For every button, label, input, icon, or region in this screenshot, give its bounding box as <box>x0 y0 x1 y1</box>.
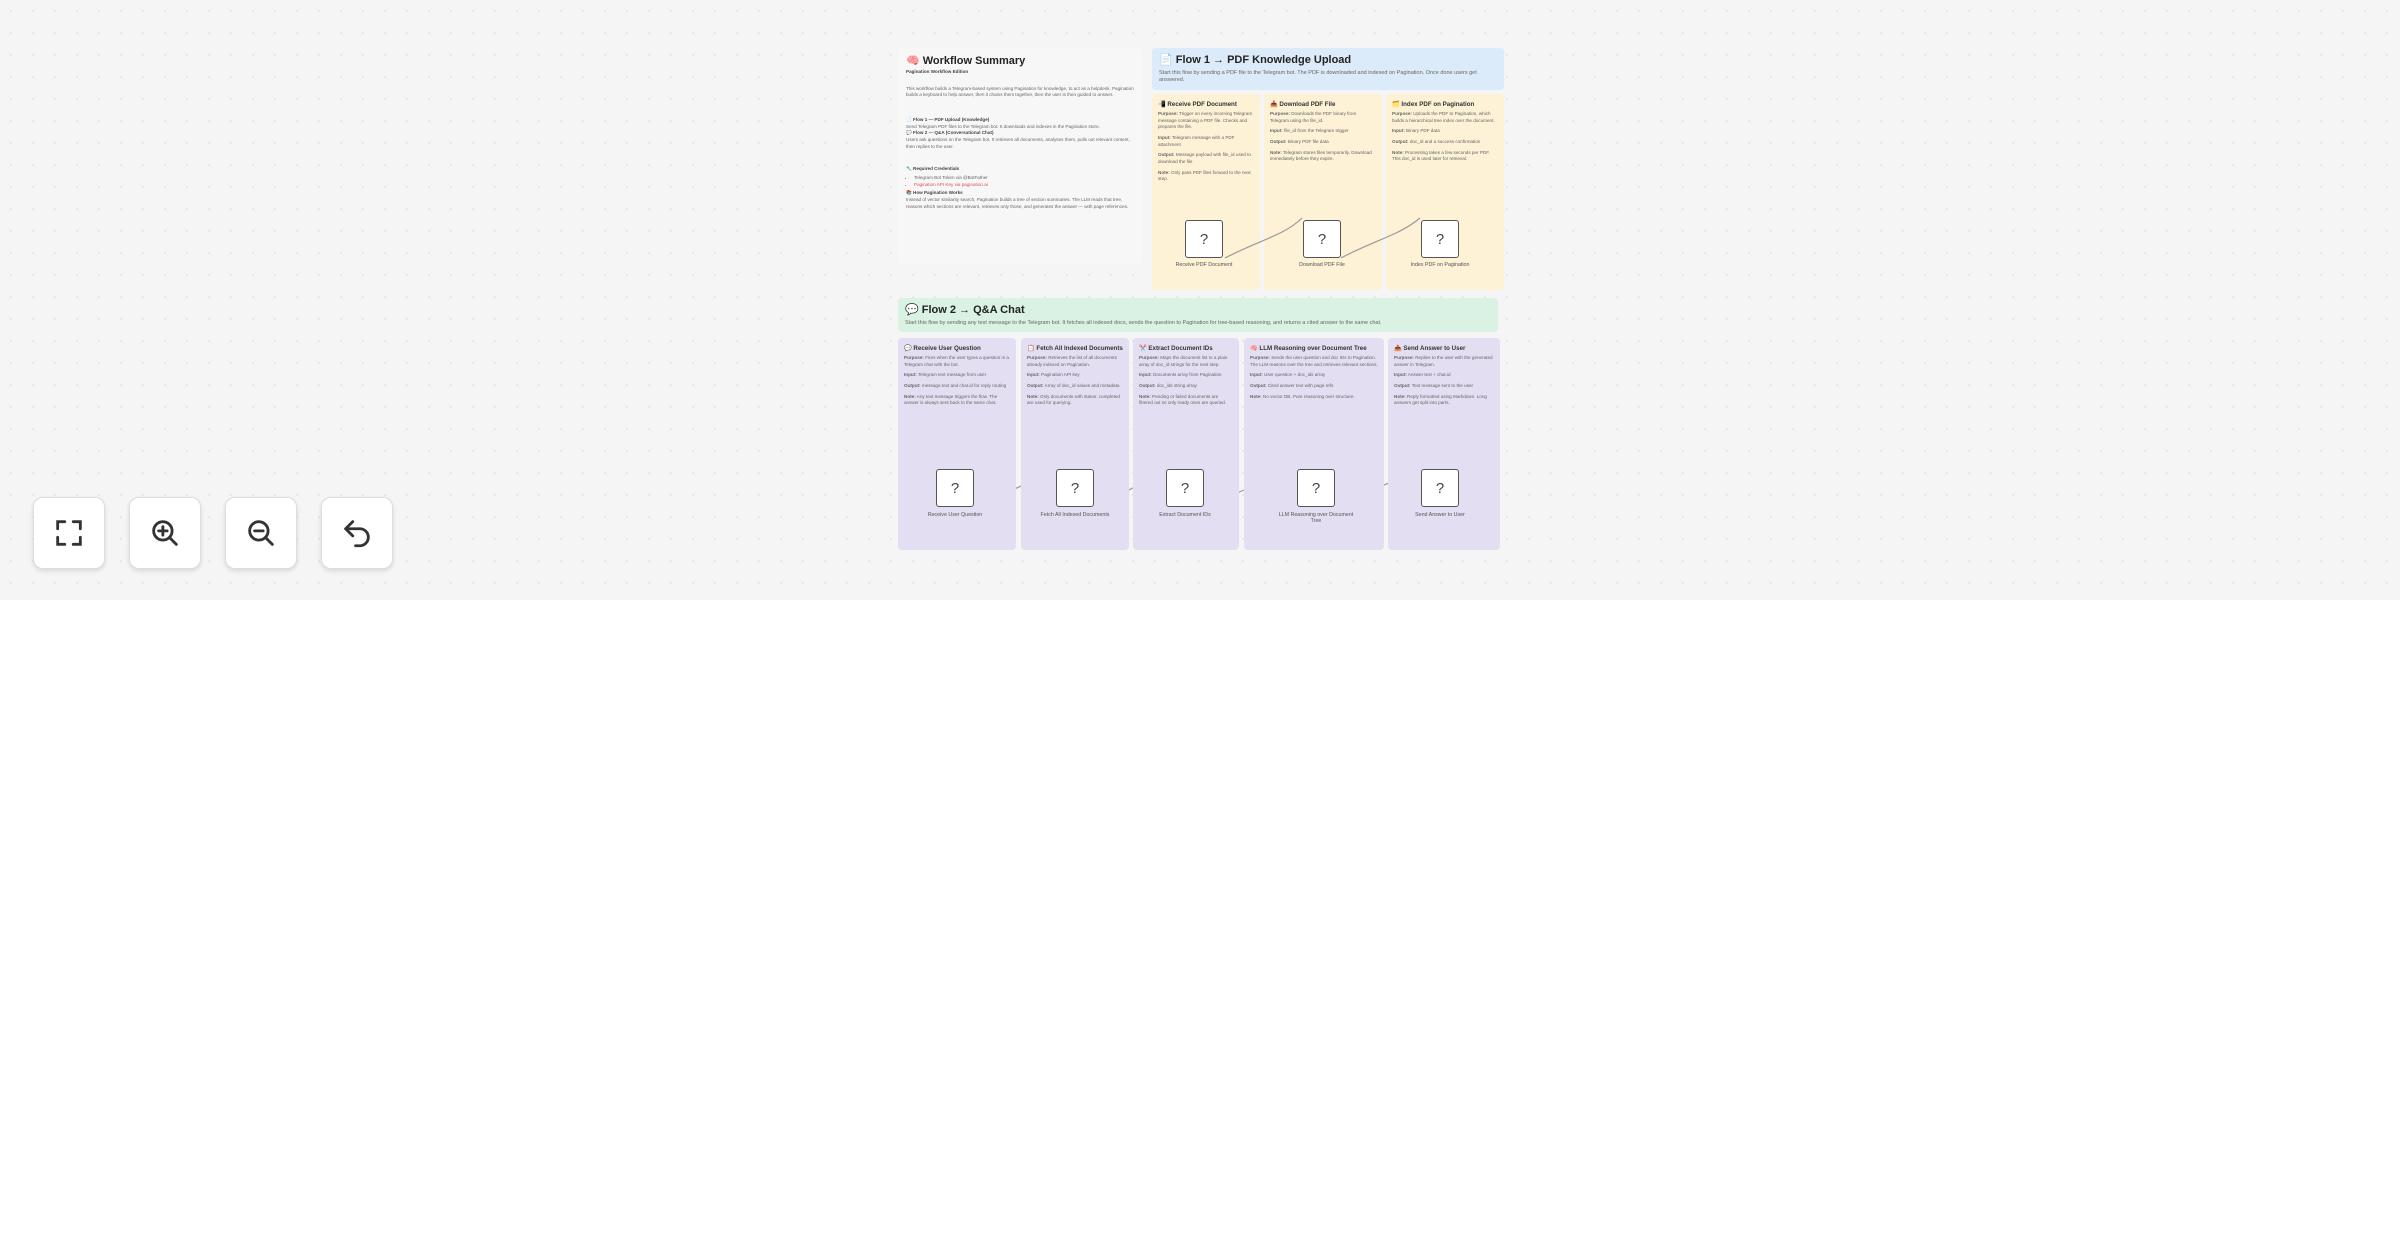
summary-how-heading: 📚 How Pagination Works <box>906 190 963 196</box>
summary-credentials-heading: 🔧 Required Credentials <box>906 166 960 172</box>
step-title: ✂️ Extract Document IDs <box>1139 345 1213 352</box>
summary-credentials-list: Telegram Bot Token via @BotFather Pagina… <box>914 175 1134 188</box>
node-receive-pdf[interactable]: ? <box>1185 220 1223 258</box>
summary-flow1-text: Send Telegram PDF files to the Telegram … <box>906 123 1100 129</box>
unknown-node-icon: ? <box>1317 230 1327 248</box>
flow1-step-index-pdf[interactable]: 🗂️ Index PDF on Pagination Purpose: Uplo… <box>1386 94 1504 290</box>
flow2-step-llm-reasoning[interactable]: 🧠 LLM Reasoning over Document Tree Purpo… <box>1244 338 1384 550</box>
workflow-canvas[interactable]: 🧠 Workflow Summary Pagination Workflow E… <box>0 0 2400 600</box>
zoom-out-button[interactable] <box>225 497 297 569</box>
node-fetch-documents[interactable]: ? <box>1056 469 1094 507</box>
node-llm-reasoning[interactable]: ? <box>1297 469 1335 507</box>
node-label: Download PDF File <box>1299 262 1345 268</box>
step-title: 🗂️ Index PDF on Pagination <box>1392 101 1475 108</box>
node-label: Fetch All Indexed Documents <box>1040 512 1110 518</box>
flow1-step-receive-pdf[interactable]: 📲 Receive PDF Document Purpose: Trigger … <box>1152 94 1260 290</box>
step-title: 💬 Receive User Question <box>904 345 981 352</box>
step-title: 📲 Receive PDF Document <box>1158 101 1237 108</box>
zoom-in-icon <box>152 520 178 546</box>
fullscreen-icon <box>56 520 82 546</box>
node-label: LLM Reasoning over Document Tree <box>1278 512 1354 525</box>
node-download-pdf[interactable]: ? <box>1303 220 1341 258</box>
unknown-node-icon: ? <box>1199 230 1209 248</box>
node-label: Receive User Question <box>927 512 983 518</box>
node-extract-ids[interactable]: ? <box>1166 469 1204 507</box>
undo-icon <box>344 520 370 548</box>
workflow-summary-note[interactable]: 🧠 Workflow Summary Pagination Workflow E… <box>898 48 1142 264</box>
unknown-node-icon: ? <box>1311 479 1321 497</box>
step-title: 📋 Fetch All Indexed Documents <box>1027 345 1123 352</box>
zoom-out-icon <box>248 520 274 546</box>
zoom-in-button[interactable] <box>129 497 201 569</box>
step-title: 📤 Send Answer to User <box>1394 345 1466 352</box>
flow1-title: 📄 Flow 1 → PDF Knowledge Upload <box>1159 54 1352 66</box>
unknown-node-icon: ? <box>1070 479 1080 497</box>
node-index-pdf[interactable]: ? <box>1421 220 1459 258</box>
summary-intro: This workflow builds a Telegram-based sy… <box>906 85 1134 98</box>
flow2-step-receive-question[interactable]: 💬 Receive User Question Purpose: Fires w… <box>898 338 1016 550</box>
list-item: Pagination API Key via pagination.ai <box>914 182 1134 189</box>
flow2-step-fetch-documents[interactable]: 📋 Fetch All Indexed Documents Purpose: R… <box>1021 338 1129 550</box>
unknown-node-icon: ? <box>950 479 960 497</box>
list-item: Telegram Bot Token via @BotFather <box>914 175 1134 182</box>
flow2-header-note[interactable]: 💬 Flow 2 → Q&A Chat Start this flow by s… <box>898 298 1498 332</box>
node-receive-question[interactable]: ? <box>936 469 974 507</box>
unknown-node-icon: ? <box>1180 479 1190 497</box>
flow1-description: Start this flow by sending a PDF file to… <box>1159 70 1477 84</box>
unknown-node-icon: ? <box>1435 230 1445 248</box>
step-title: 📥 Download PDF File <box>1270 101 1336 108</box>
summary-title: 🧠 Workflow Summary <box>906 55 1026 67</box>
step-title: 🧠 LLM Reasoning over Document Tree <box>1250 345 1367 352</box>
flow2-step-extract-ids[interactable]: ✂️ Extract Document IDs Purpose: Maps th… <box>1133 338 1239 550</box>
flow2-description: Start this flow by sending any text mess… <box>905 320 1382 326</box>
summary-flow1-heading: 📄 Flow 1 — PDF Upload (Knowledge) <box>906 116 990 122</box>
summary-flow2-text: Users ask questions on the Telegram bot.… <box>906 136 1130 149</box>
unknown-node-icon: ? <box>1435 479 1445 497</box>
summary-flow2-heading: 💬 Flow 2 — Q&A (Conversational Chat) <box>906 130 994 136</box>
node-send-answer[interactable]: ? <box>1421 469 1459 507</box>
node-label: Send Answer to User <box>1415 512 1465 518</box>
reset-view-button[interactable] <box>321 497 393 569</box>
node-label: Extract Document IDs <box>1159 512 1211 518</box>
flow1-step-download-pdf[interactable]: 📥 Download PDF File Purpose: Downloads t… <box>1264 94 1382 290</box>
flow2-step-send-answer[interactable]: 📤 Send Answer to User Purpose: Replies t… <box>1388 338 1500 550</box>
node-label: Receive PDF Document <box>1175 262 1233 268</box>
node-label: Index PDF on Pagination <box>1410 262 1470 268</box>
summary-subtitle: Pagination Workflow Edition <box>906 69 969 74</box>
flow1-header-note[interactable]: 📄 Flow 1 → PDF Knowledge Upload Start th… <box>1152 48 1504 90</box>
fit-view-button[interactable] <box>33 497 105 569</box>
flow2-title: 💬 Flow 2 → Q&A Chat <box>905 304 1025 316</box>
summary-how-text: Instead of vector similarity search, Pag… <box>906 196 1129 209</box>
